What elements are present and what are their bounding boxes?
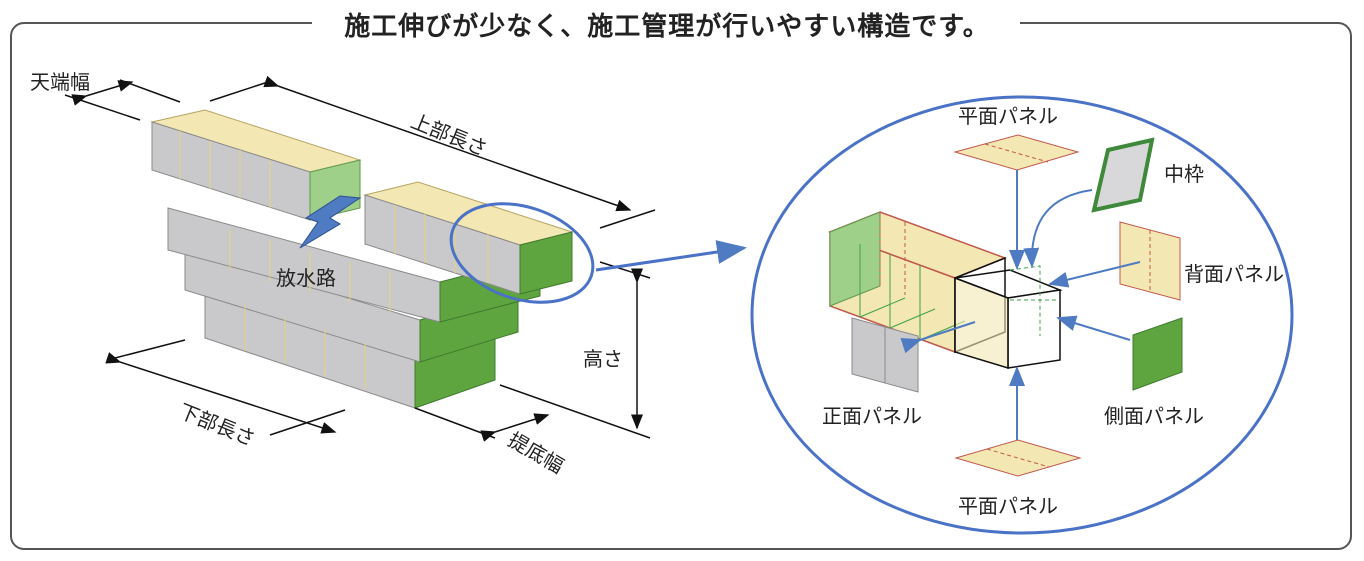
detail-circle <box>750 95 1294 535</box>
plane-panel-top-label: 平面パネル <box>958 104 1058 128</box>
callout-marker <box>449 202 595 304</box>
unit-assembly <box>827 211 1063 370</box>
height-label: 高さ <box>583 347 623 371</box>
front-panel-label: 正面パネル <box>822 404 922 428</box>
levee-cell-lines <box>179 131 489 389</box>
callout-pointer <box>595 240 747 272</box>
inner-frame-label: 中枠 <box>1164 162 1204 186</box>
side-panel-shape <box>1132 317 1183 391</box>
side-panel-label: 側面パネル <box>1104 404 1204 428</box>
plane-panel-bottom-label: 平面パネル <box>958 494 1058 518</box>
levee-structure <box>150 109 574 409</box>
back-panel-label: 背面パネル <box>1184 262 1284 286</box>
outlet-label: 放水路 <box>276 266 336 290</box>
plane-panel-top-shape <box>953 134 1080 171</box>
diagram-title: 施工伸びが少なく、施工管理が行いやすい構造です。 <box>344 12 990 42</box>
inner-frame-shape <box>1091 137 1155 213</box>
plane-panel-bottom-shape <box>954 439 1082 477</box>
title-background <box>312 2 1020 42</box>
dimension-lines <box>64 75 656 442</box>
crest-width-label: 天端幅 <box>30 70 90 94</box>
